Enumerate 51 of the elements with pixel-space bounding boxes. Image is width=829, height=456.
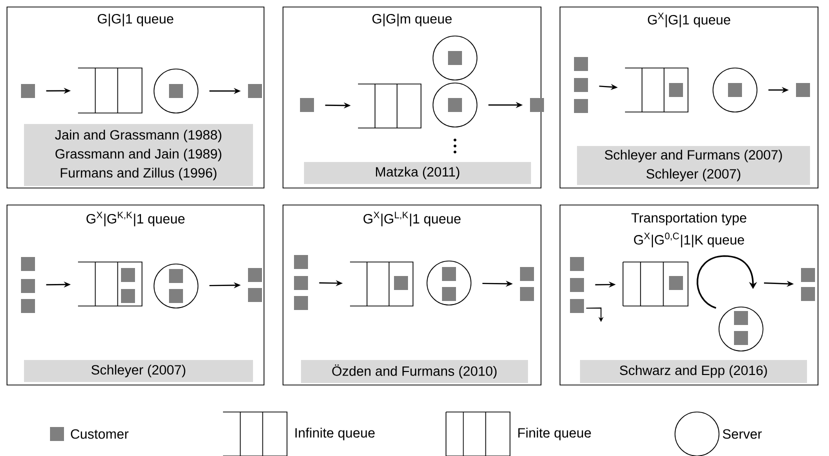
customer-stack xyxy=(21,257,35,313)
reference: Schwarz and Epp (2016) xyxy=(620,365,767,378)
reference-band xyxy=(301,360,528,383)
reference-band xyxy=(580,360,807,383)
panel-title: G|G|m queue xyxy=(372,14,452,26)
panel-title: G$^{X}$|G|1 queue xyxy=(648,12,730,28)
infinite-queue xyxy=(350,262,414,306)
reference: Schleyer (2007) xyxy=(91,364,186,378)
customer-stack xyxy=(294,255,308,310)
customer-stack xyxy=(801,268,815,301)
legend-label: Finite queue xyxy=(518,428,591,440)
reference-band xyxy=(577,146,810,185)
infinite-queue xyxy=(624,68,688,112)
customer-square xyxy=(300,98,314,112)
reference-band xyxy=(24,124,253,186)
reference-band xyxy=(24,360,253,382)
legend-label: Server xyxy=(722,429,762,439)
infinite-queue xyxy=(78,262,142,306)
server-circle xyxy=(426,260,472,306)
legend-label: Infinite queue xyxy=(295,428,375,440)
server-circle xyxy=(432,82,478,128)
server-circle xyxy=(154,264,198,308)
reference: Jain and Grassmann (1988) xyxy=(55,130,222,142)
server-circle xyxy=(154,68,198,114)
reference-band xyxy=(304,162,531,184)
reference: Schleyer (2007) xyxy=(646,168,740,182)
customer-square xyxy=(530,98,544,112)
panel-title: G|G|1 queue xyxy=(98,14,174,26)
panel-title: G$^{X}$|G$^{L,K}$|1 queue xyxy=(364,212,461,226)
customer-square xyxy=(248,84,262,98)
reference: Furmans and Zillus (1996) xyxy=(60,168,216,180)
customer-stack xyxy=(570,257,584,313)
legend-label: Customer xyxy=(70,429,128,439)
reference: Özden and Furmans (2010) xyxy=(332,364,497,379)
panel-title: G$^{X}$|G$^{K,K}$|1 queue xyxy=(86,212,185,226)
customer-square xyxy=(21,84,35,98)
server-circle xyxy=(432,36,478,80)
customer-stack xyxy=(248,268,262,302)
panel-title: G$^{X}$|G$^{0,C}$|1|K queue xyxy=(634,232,744,248)
reference: Matzka (2011) xyxy=(376,166,460,180)
customer-stack xyxy=(574,57,588,113)
reference: Grassmann and Jain (1989) xyxy=(56,148,222,162)
reference: Schleyer and Furmans (2007) xyxy=(604,150,782,162)
server-circle xyxy=(718,306,764,352)
customer-stack xyxy=(520,267,534,301)
customer-square xyxy=(796,83,810,97)
finite-queue xyxy=(622,262,688,306)
server-circle xyxy=(712,68,758,112)
infinite-queue xyxy=(78,68,142,114)
panel-title: Transportation type xyxy=(631,212,746,226)
infinite-queue xyxy=(358,84,422,128)
